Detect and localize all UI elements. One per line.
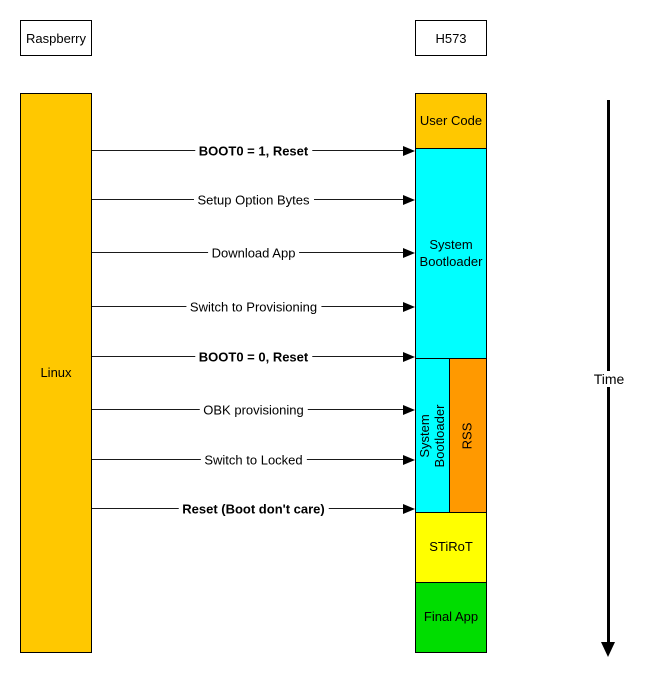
message-label: BOOT0 = 0, Reset [194,349,313,365]
arrowhead-icon [403,352,415,362]
arrowhead-icon [403,455,415,465]
arrowhead-icon [403,405,415,415]
segment-final-app: Final App [415,582,487,653]
arrowhead-icon [403,146,415,156]
segment-stirot: STiRoT [415,512,487,583]
message-arrow-switch-to-provisioning: Switch to Provisioning [92,298,415,316]
h573-actor-box: H573 [415,20,487,56]
linux-lifeline-bar: Linux [20,93,92,653]
segment-user-code-label: User Code [419,112,483,128]
time-axis-label: Time [584,371,634,387]
segment-final-app-label: Final App [423,609,479,625]
segment-system-bootloader-provisioning-label: System Bootloader [416,404,447,467]
message-label: Setup Option Bytes [193,192,314,208]
message-arrow-download-app: Download App [92,244,415,262]
message-arrow-boot0-0-reset: BOOT0 = 0, Reset [92,348,415,366]
time-arrowhead-icon [601,642,615,657]
message-label: Switch to Locked [200,452,307,468]
message-arrow-obk-provisioning: OBK provisioning [92,401,415,419]
arrowhead-icon [403,195,415,205]
message-label: Download App [207,245,300,261]
arrowhead-icon [403,504,415,514]
message-label: BOOT0 = 1, Reset [194,143,313,159]
message-arrow-boot0-1-reset: BOOT0 = 1, Reset [92,142,415,160]
segment-rss-label: RSS [459,422,475,449]
segment-system-bootloader-provisioning: System Bootloader [415,358,450,513]
h573-actor-title: H573 [435,30,467,46]
segment-stirot-label: STiRoT [429,539,473,555]
message-arrow-setup-option-bytes: Setup Option Bytes [92,191,415,209]
raspberry-actor-box: Raspberry [20,20,92,56]
arrowhead-icon [403,248,415,258]
raspberry-actor-title: Raspberry [26,30,86,46]
message-arrow-reset-boot-dont-care: Reset (Boot don't care) [92,500,415,518]
message-label: Reset (Boot don't care) [178,501,329,517]
segment-rss: RSS [449,358,487,513]
arrowhead-icon [403,302,415,312]
linux-lifeline-label: Linux [40,364,72,380]
message-arrow-switch-to-locked: Switch to Locked [92,451,415,469]
message-label: OBK provisioning [199,402,308,418]
segment-system-bootloader-label: System Bootloader [419,237,483,269]
message-label: Switch to Provisioning [185,299,322,315]
segment-user-code: User Code [415,93,487,149]
segment-system-bootloader: System Bootloader [415,148,487,359]
